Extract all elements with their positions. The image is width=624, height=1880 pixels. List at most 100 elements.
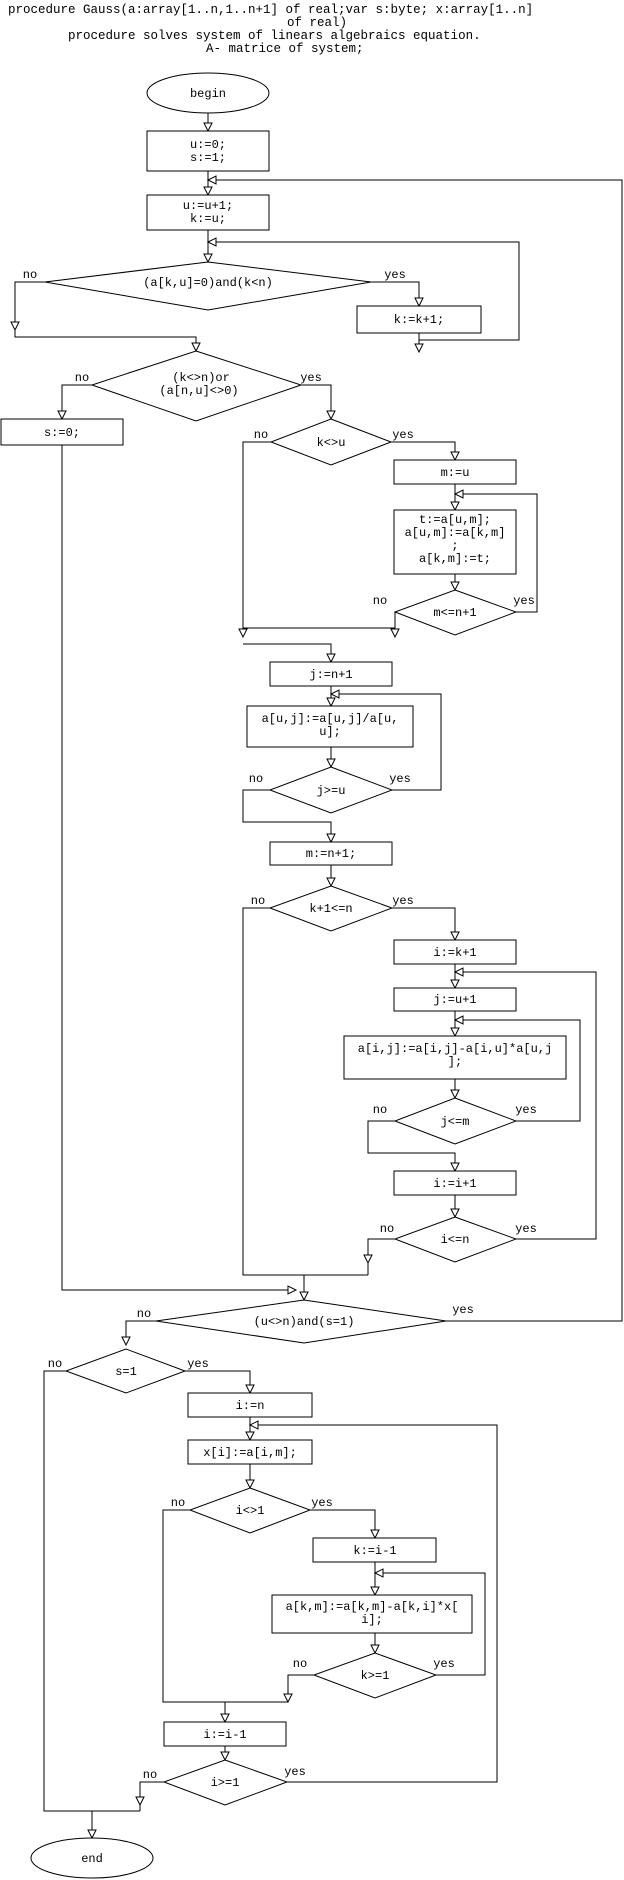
svg-text:k<>u: k<>u — [317, 436, 346, 450]
header: procedure Gauss(a:array[1..n,1..n+1] of … — [8, 3, 533, 56]
arrowheads — [10, 122, 464, 1840]
svg-text:x[i]:=a[i,m];: x[i]:=a[i,m]; — [203, 1446, 297, 1460]
i-n-block: i:=n — [187, 1392, 313, 1418]
svg-text:j:=u+1: j:=u+1 — [433, 993, 476, 1007]
m-u-block: m:=u — [393, 459, 517, 485]
svg-text:m:=n+1;: m:=n+1; — [306, 847, 356, 861]
svg-text:a[k,m]:=a[k,m]-a[k,i]*x[: a[k,m]:=a[k,m]-a[k,i]*x[ — [286, 1600, 459, 1614]
svg-text:k:=k+1;: k:=k+1; — [394, 313, 444, 327]
j-m-condition: j<=m — [393, 1097, 518, 1145]
valid-yes-label: yes — [300, 371, 322, 385]
i-ge1-condition: i>=1 — [162, 1759, 289, 1806]
svg-text:i<>1: i<>1 — [236, 1504, 265, 1518]
svg-text:(k<>n)or: (k<>n)or — [172, 371, 230, 385]
i-inc-block: i:=i+1 — [393, 1170, 517, 1196]
j-m-yes-label: yes — [515, 1103, 537, 1117]
elim-condition: k+1<=n — [268, 885, 394, 932]
i-n-condition: i<=n — [393, 1216, 518, 1263]
svg-text:j<=m: j<=m — [441, 1115, 470, 1129]
svg-text:m:=u: m:=u — [441, 466, 470, 480]
swap-loop-yes-label: yes — [513, 594, 535, 608]
i-k1-block: i:=k+1 — [393, 939, 517, 965]
i-gt1-yes-label: yes — [311, 1496, 333, 1510]
j-m-no-label: no — [373, 1103, 387, 1117]
i-gt1-condition: i<>1 — [188, 1487, 312, 1534]
header-line-4: A- matrice of system; — [206, 42, 364, 56]
begin-terminal: begin — [146, 72, 270, 114]
svg-text:end: end — [81, 1852, 103, 1866]
svg-text:(u<>n)and(s=1): (u<>n)and(s=1) — [254, 1315, 355, 1329]
main-yes-label: yes — [452, 1303, 474, 1317]
s1-yes-label: yes — [187, 1357, 209, 1371]
inc-k-block: k:=k+1; — [356, 305, 482, 334]
swap-yes-label: yes — [392, 428, 414, 442]
j-n1-block: j:=n+1 — [269, 661, 393, 687]
i-ge1-yes-label: yes — [284, 1765, 306, 1779]
eliminate-block: a[i,j]:=a[i,j]-a[i,u]*a[u,j ]; — [343, 1035, 567, 1080]
norm-loop-no-label: no — [249, 772, 263, 786]
svg-text:i];: i]; — [361, 1613, 383, 1627]
svg-text:i:=i-1: i:=i-1 — [203, 1728, 246, 1742]
main-no-label: no — [137, 1307, 151, 1321]
svg-text:i:=k+1: i:=k+1 — [433, 946, 476, 960]
init-block: u:=0; s:=1; — [146, 130, 270, 172]
svg-text:a[i,j]:=a[i,j]-a[i,u]*a[u,j: a[i,j]:=a[i,j]-a[i,u]*a[u,j — [358, 1042, 552, 1056]
svg-text:k+1<=n: k+1<=n — [309, 902, 352, 916]
svg-text:;: ; — [451, 539, 458, 553]
x-assign-block: x[i]:=a[i,m]; — [187, 1439, 313, 1465]
norm-loop-yes-label: yes — [389, 772, 411, 786]
i-ge1-no-label: no — [143, 1768, 157, 1782]
svg-text:i>=1: i>=1 — [211, 1776, 240, 1790]
svg-text:t:=a[u,m];: t:=a[u,m]; — [419, 513, 491, 527]
s1-condition: s=1 — [64, 1348, 187, 1394]
i-gt1-no-label: no — [171, 1496, 185, 1510]
svg-text:i:=i+1: i:=i+1 — [433, 1177, 476, 1191]
svg-text:];: ]; — [448, 1055, 462, 1069]
svg-text:k>=1: k>=1 — [361, 1669, 390, 1683]
elim-no-label: no — [251, 894, 265, 908]
i-n-yes-label: yes — [515, 1222, 537, 1236]
svg-text:a[k,m]:=t;: a[k,m]:=t; — [419, 552, 491, 566]
svg-text:s=1: s=1 — [115, 1365, 137, 1379]
svg-text:k:=u;: k:=u; — [190, 212, 226, 226]
search-condition: (a[k,u]=0)and(k<n) — [44, 261, 372, 311]
svg-text:s:=1;: s:=1; — [190, 151, 226, 165]
svg-text:j>=u: j>=u — [317, 784, 346, 798]
set-s0-block: s:=0; — [0, 418, 124, 446]
back-sub-block: a[k,m]:=a[k,m]-a[k,i]*x[ i]; — [271, 1594, 473, 1634]
search-yes-label: yes — [384, 268, 406, 282]
swap-block: t:=a[u,m]; a[u,m]:=a[k,m] ; a[k,m]:=t; — [393, 509, 517, 575]
valid-condition: (k<>n)or (a[n,u]<>0) — [90, 350, 303, 422]
k-ge1-condition: k>=1 — [312, 1652, 438, 1699]
k-ge1-yes-label: yes — [433, 1657, 455, 1671]
swap-no-label: no — [254, 428, 268, 442]
svg-text:k:=i-1: k:=i-1 — [353, 1544, 396, 1558]
svg-text:m<=n+1: m<=n+1 — [433, 606, 476, 620]
svg-text:j:=n+1: j:=n+1 — [309, 668, 352, 682]
elim-yes-label: yes — [392, 894, 414, 908]
end-terminal: end — [30, 1837, 154, 1879]
i-dec-block: i:=i-1 — [163, 1721, 287, 1747]
svg-text:i:=n: i:=n — [236, 1399, 265, 1413]
j-u1-block: j:=u+1 — [393, 987, 517, 1012]
next-u-block: u:=u+1; k:=u; — [146, 194, 270, 231]
svg-text:u:=0;: u:=0; — [190, 138, 226, 152]
k-ge1-no-label: no — [293, 1657, 307, 1671]
normalize-block: a[u,j]:=a[u,j]/a[u, u]; — [246, 705, 414, 748]
header-line-1: procedure Gauss(a:array[1..n,1..n+1] of … — [8, 3, 533, 17]
svg-text:u];: u]; — [319, 725, 341, 739]
svg-text:u:=u+1;: u:=u+1; — [183, 199, 233, 213]
svg-text:(a[k,u]=0)and(k<n): (a[k,u]=0)and(k<n) — [143, 276, 273, 290]
norm-loop-condition: j>=u — [268, 766, 394, 814]
svg-text:i<=n: i<=n — [441, 1233, 470, 1247]
svg-text:s:=0;: s:=0; — [44, 426, 80, 440]
swap-condition: k<>u — [269, 418, 393, 466]
svg-text:a[u,m]:=a[k,m]: a[u,m]:=a[k,m] — [405, 526, 506, 540]
main-condition: (u<>n)and(s=1) — [155, 1299, 447, 1344]
valid-no-label: no — [75, 371, 89, 385]
header-line-3: procedure solves system of linears algeb… — [68, 29, 481, 43]
header-line-2: of real) — [287, 16, 347, 30]
swap-loop-condition: m<=n+1 — [393, 589, 518, 636]
search-no-label: no — [23, 268, 37, 282]
